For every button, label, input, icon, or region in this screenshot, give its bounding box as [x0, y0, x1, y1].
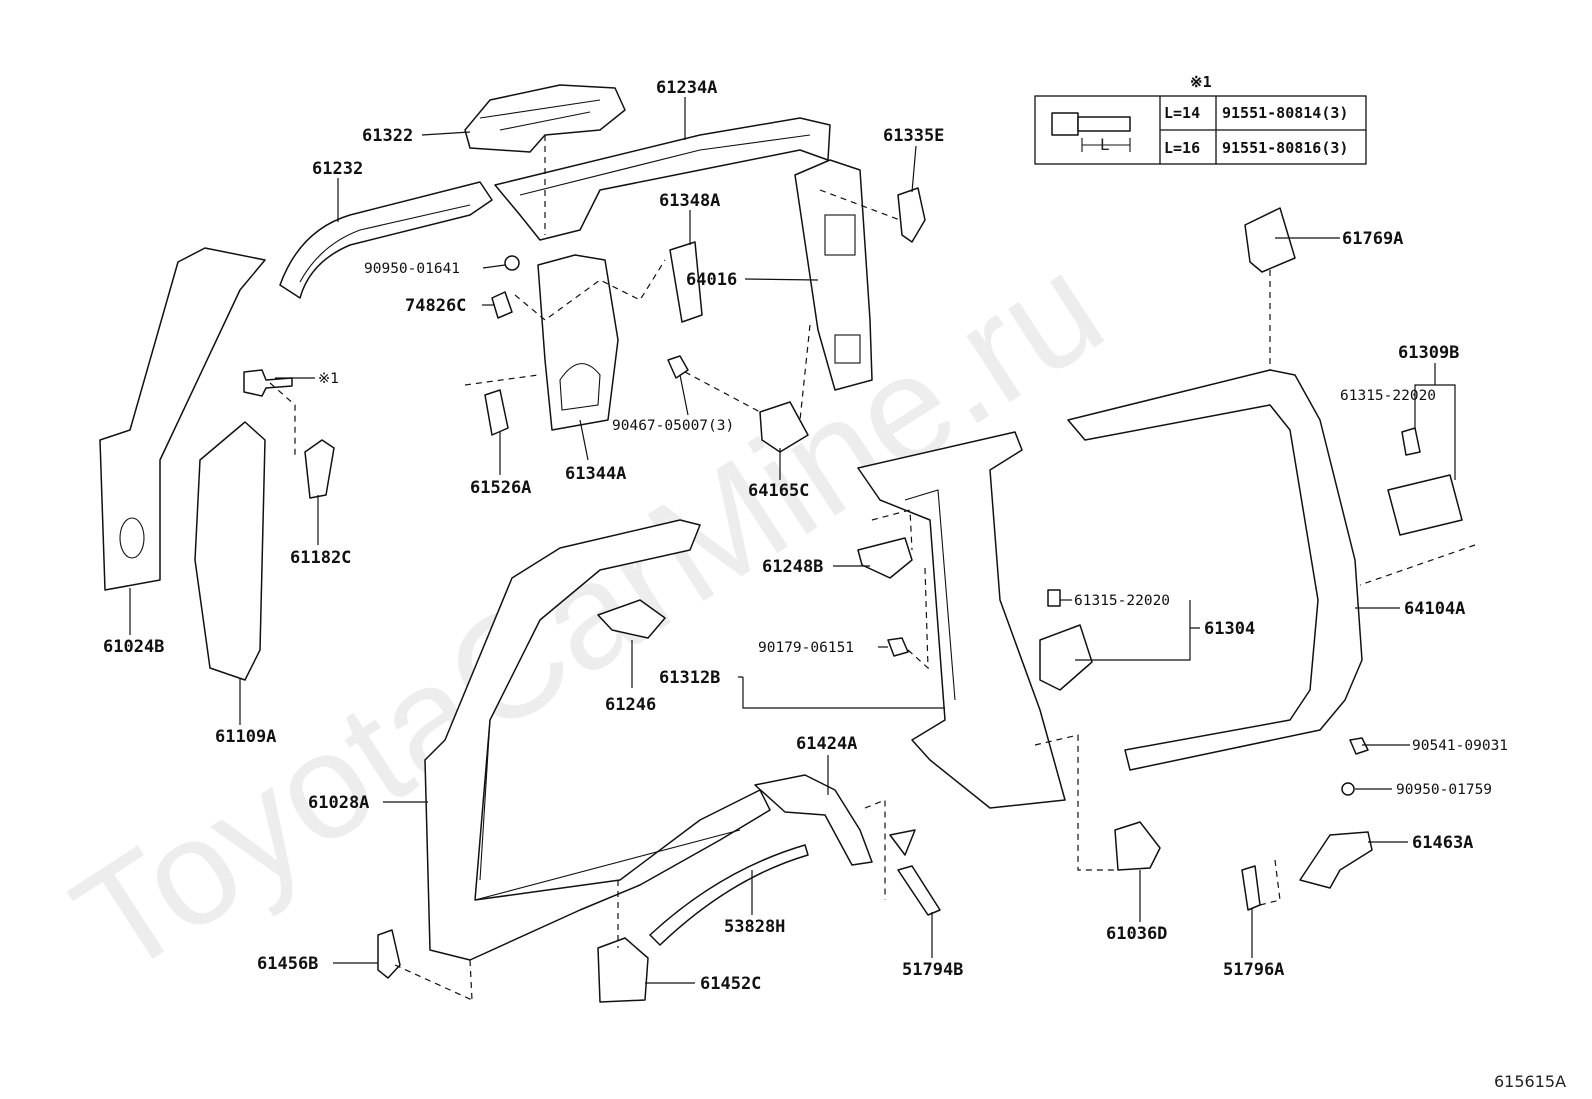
part-61036D-shape	[1114, 821, 1161, 871]
label-61315-22020-mid: 61315-22020	[1074, 593, 1170, 609]
part-labels: 61234A 61322 61232 61335E 61348A 90950-0…	[103, 78, 1508, 994]
label-64016: 64016	[686, 270, 737, 290]
label-90950-01641: 90950-01641	[364, 261, 460, 277]
bolt-mark1-shape	[243, 369, 293, 397]
part-61232-shape	[279, 181, 493, 299]
part-61246-shape	[597, 599, 666, 639]
part-51794B-shape	[897, 865, 941, 916]
label-61036D: 61036D	[1106, 924, 1167, 944]
part-61028A-shape	[424, 519, 771, 961]
fastener-table: ※1 L L=14 91551-80814(3) L=16 91551-8081…	[1034, 73, 1367, 165]
table-row-2-length: L=16	[1164, 139, 1200, 157]
label-64165C: 64165C	[748, 481, 809, 501]
part-51796A-shape	[1241, 865, 1261, 911]
label-53828H: 53828H	[724, 917, 785, 937]
label-61424A: 61424A	[796, 734, 857, 754]
label-61246: 61246	[605, 695, 656, 715]
label-61322: 61322	[362, 126, 413, 146]
label-90179-06151: 90179-06151	[758, 640, 854, 656]
table-row-1-length: L=14	[1164, 104, 1200, 122]
part-64104A-shape	[1067, 369, 1363, 771]
label-61348A: 61348A	[659, 191, 720, 211]
label-51796A: 51796A	[1223, 960, 1284, 980]
dimension-label: L	[1100, 135, 1109, 154]
part-61424A-shape	[754, 774, 873, 866]
label-61024B: 61024B	[103, 637, 164, 657]
label-51794B: 51794B	[902, 960, 963, 980]
label-61028A: 61028A	[308, 793, 369, 813]
label-61344A: 61344A	[565, 464, 626, 484]
part-64016-shape	[794, 159, 873, 391]
part-61456B-shape	[377, 929, 401, 979]
figure-id: 615615A	[1494, 1072, 1566, 1091]
part-61312B-shape	[857, 431, 1066, 809]
part-61182C-shape	[304, 439, 335, 499]
part-61348A-shape	[669, 241, 703, 323]
part-90467-05007-shape	[667, 355, 689, 379]
label-61248B: 61248B	[762, 557, 823, 577]
part-61526A-shape	[484, 389, 509, 436]
part-90179-06151-shape	[887, 637, 909, 657]
part-61769A-shape	[1244, 207, 1296, 273]
part-90950-01759-shape	[1341, 782, 1355, 796]
part-61322-shape	[464, 84, 626, 153]
label-61109A: 61109A	[215, 727, 276, 747]
label-mark1: ※1	[318, 371, 339, 387]
part-61452C-shape	[597, 937, 649, 1003]
label-61312B: 61312B	[659, 668, 720, 688]
part-drawings	[99, 84, 1463, 1003]
part-61234A-shape	[494, 117, 831, 241]
label-74826C: 74826C	[405, 296, 466, 316]
table-row-1-part-number: 91551-80814(3)	[1222, 104, 1348, 122]
label-61315-22020-top: 61315-22020	[1340, 388, 1436, 404]
fastener-table-mark: ※1	[1190, 73, 1212, 91]
part-61335E-shape	[897, 187, 926, 243]
label-61452C: 61452C	[700, 974, 761, 994]
label-90950-01759: 90950-01759	[1396, 782, 1492, 798]
bolt-icon	[1051, 112, 1131, 152]
label-61526A: 61526A	[470, 478, 531, 498]
label-90467-05007: 90467-05007(3)	[612, 418, 734, 434]
label-61456B: 61456B	[257, 954, 318, 974]
part-53828H-shape	[649, 844, 809, 946]
part-90950-01641-shape	[504, 255, 520, 271]
part-61309B-shape	[1387, 474, 1463, 536]
part-61109A-shape	[194, 421, 266, 681]
assembly-dash-lines	[269, 135, 1476, 1001]
part-74826C-shape	[491, 291, 513, 319]
label-90541-09031: 90541-09031	[1412, 738, 1508, 754]
label-64104A: 64104A	[1404, 599, 1465, 619]
part-61344A-shape	[537, 254, 619, 431]
part-90541-09031-shape	[1349, 737, 1369, 755]
part-64165C-shape	[759, 401, 809, 453]
label-61309B: 61309B	[1398, 343, 1459, 363]
label-61463A: 61463A	[1412, 833, 1473, 853]
label-61335E: 61335E	[883, 126, 944, 146]
label-61234A: 61234A	[656, 78, 717, 98]
part-61315-22020-mid-shape	[1047, 589, 1061, 607]
label-61182C: 61182C	[290, 548, 351, 568]
label-61304: 61304	[1204, 619, 1255, 639]
leader-lines	[129, 97, 1456, 984]
part-61304-shape	[1039, 624, 1093, 691]
label-61232: 61232	[312, 159, 363, 179]
table-row-2-part-number: 91551-80816(3)	[1222, 139, 1348, 157]
part-61463A-shape	[1299, 831, 1373, 889]
label-61769A: 61769A	[1342, 229, 1403, 249]
part-61024B-shape	[99, 247, 266, 591]
part-61248B-shape	[857, 537, 913, 579]
